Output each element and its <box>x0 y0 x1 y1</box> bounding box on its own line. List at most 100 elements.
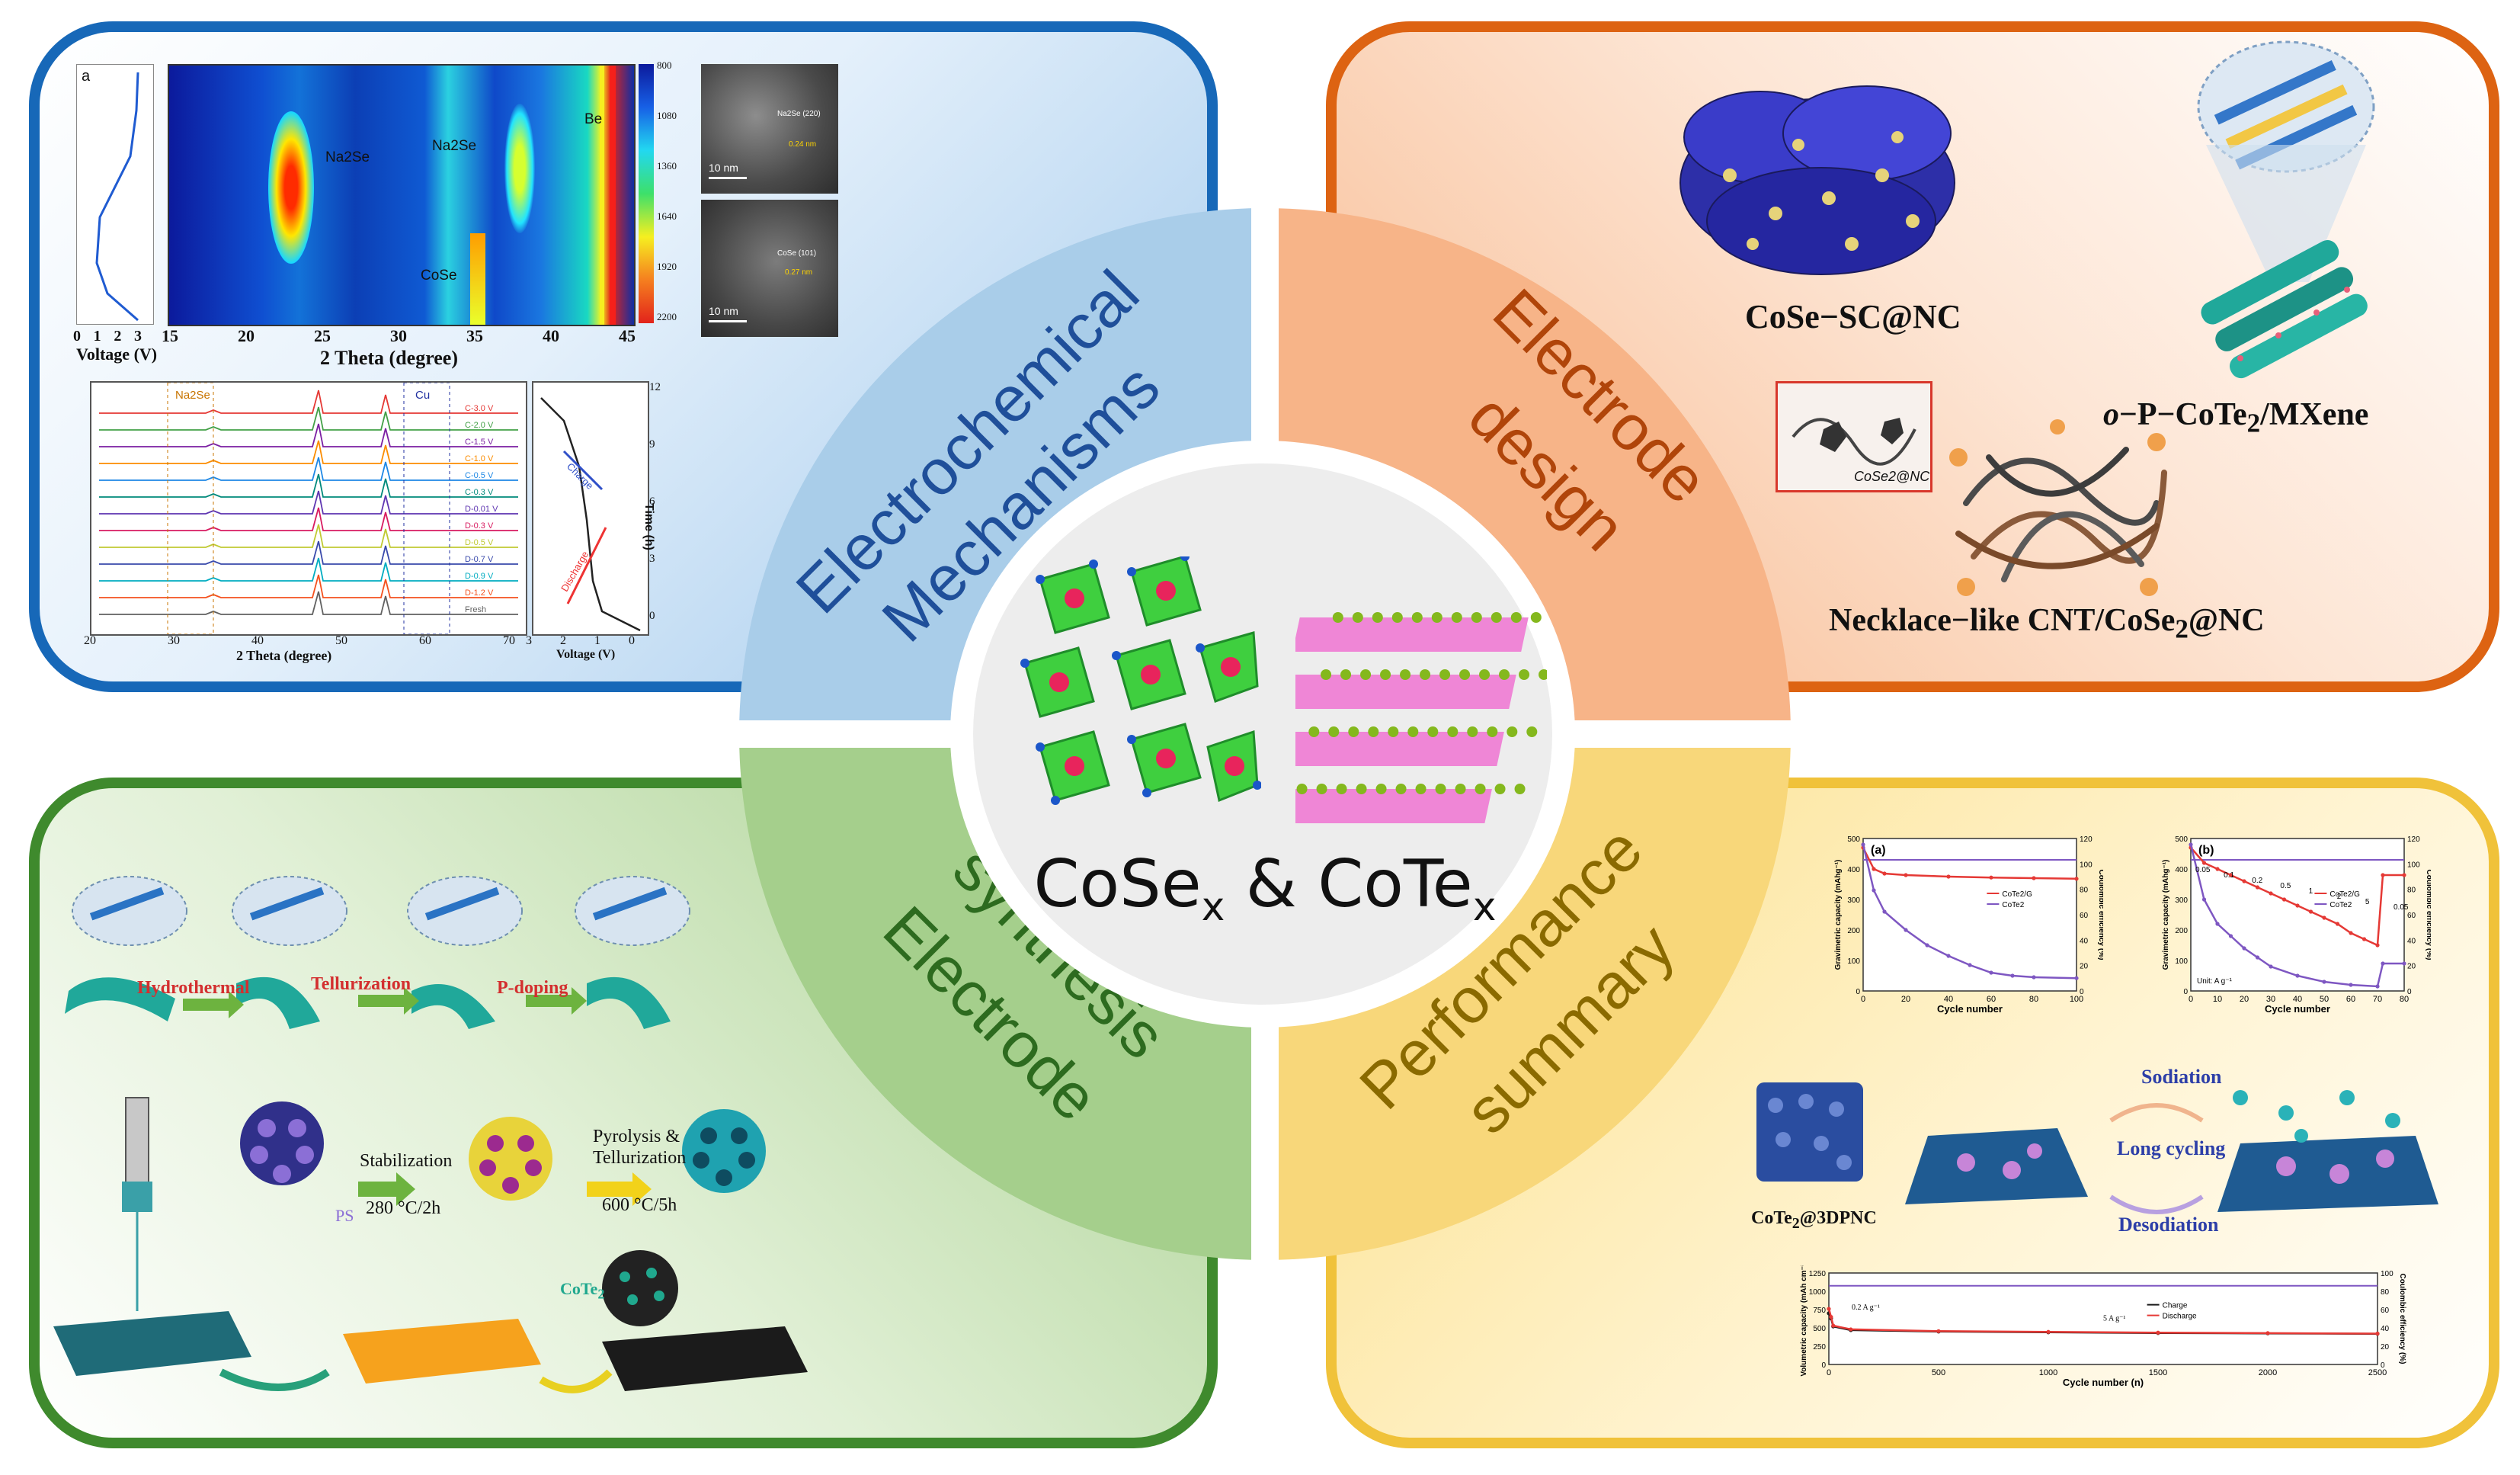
te-atom <box>1321 669 1332 680</box>
xrd-trace <box>99 440 518 464</box>
te-atom <box>1530 612 1542 623</box>
xrd-trace <box>99 591 518 615</box>
xrd-x-tick-0: 20 <box>84 634 96 647</box>
te-atom <box>1368 726 1379 737</box>
rate-label: 2 <box>2337 893 2342 901</box>
rate-label: 1 <box>2309 887 2313 896</box>
heatmap-x-tick-4: 35 <box>466 326 483 345</box>
te-atom <box>1308 726 1320 737</box>
te-atom <box>1336 784 1347 794</box>
series-point <box>1925 943 1929 948</box>
y2-tick: 120 <box>2080 835 2093 844</box>
desodiation-label: Desodiation <box>2118 1214 2219 1236</box>
design-label-necklace: Necklace−like CNT/CoSe2@NC <box>1829 602 2265 644</box>
te-atom <box>1400 669 1411 680</box>
stabilization-condition: 280 °C/2h <box>366 1198 441 1218</box>
te-atom-layer <box>1296 612 1547 794</box>
cote2-3dpnc-label: CoTe2@3DPNC <box>1751 1208 1877 1232</box>
step-hydrothermal: Hydrothermal <box>137 978 250 998</box>
peak-label-na2se-2: Na2Se <box>432 138 477 154</box>
x-tick: 100 <box>2070 995 2083 1004</box>
series-point <box>2402 873 2406 877</box>
y-tick: 0 <box>1821 1361 1826 1370</box>
y2-tick: 80 <box>2381 1288 2390 1297</box>
xrd-time-voltage-panel: Charge Discharge <box>532 381 649 636</box>
te-atom <box>1375 784 1387 794</box>
y2-tick: 40 <box>2407 937 2416 945</box>
te-atom <box>1526 726 1538 737</box>
xrd-stack-plot: C-3.0 VC-2.0 VC-1.5 VC-1.0 VC-0.5 VC-0.3… <box>99 383 518 634</box>
y2-tick: 60 <box>2381 1307 2390 1315</box>
colorbar-tick-3: 1640 <box>657 210 677 222</box>
xrd-state-label: D-0.01 V <box>465 505 498 514</box>
operando-xrd-heatmap: Na2Se Na2Se CoSe Be <box>168 64 636 326</box>
heatmap-x-label: 2 Theta (degree) <box>320 347 458 369</box>
series-point <box>2074 976 2079 980</box>
te-atom <box>1372 612 1383 623</box>
xrd-v-tick-3: 0 <box>629 634 635 647</box>
y2-tick: 100 <box>2381 1270 2394 1278</box>
heatmap-x-tick-5: 40 <box>543 326 559 345</box>
series-point <box>2381 961 2385 966</box>
y-tick: 1250 <box>1809 1270 1827 1278</box>
x-tick: 80 <box>2400 995 2409 1004</box>
series-point <box>2295 973 2300 978</box>
te-atom <box>1439 669 1451 680</box>
te-atom <box>1340 669 1352 680</box>
xrd-trace <box>99 507 518 531</box>
series-point <box>1861 842 1865 847</box>
series-point <box>2322 915 2326 920</box>
series-point <box>2201 861 2207 865</box>
te-atom <box>1459 669 1471 680</box>
y-tick: 100 <box>2175 957 2188 966</box>
te-atom <box>1316 784 1327 794</box>
x-tick: 0 <box>1827 1368 1831 1377</box>
design-label-cote2-mxene: o−P−CoTe2/MXene <box>2103 397 2369 438</box>
series-point <box>2255 955 2260 960</box>
tem-scale-a: 10 nm <box>709 162 738 174</box>
center-formula-cose-sub: x <box>1201 884 1225 931</box>
x-tick: 20 <box>2240 995 2249 1004</box>
series-point <box>1946 874 1951 879</box>
x-tick: 40 <box>1944 995 1953 1004</box>
na2se-peak-hotspot <box>268 111 314 264</box>
series-point <box>1872 888 1876 893</box>
y-tick: 500 <box>1813 1325 1826 1333</box>
y-label: Volumetric capacity (mAh cm⁻³) <box>1800 1265 1808 1377</box>
y-tick: 200 <box>2175 927 2188 935</box>
series-point <box>2265 1331 2270 1336</box>
y-tick: 300 <box>1847 896 1860 905</box>
plot-frame <box>1828 1272 2378 1365</box>
xrd-legend-cu: Cu <box>415 389 431 402</box>
tem-image-top: Na2Se (220) 0.24 nm 10 nm <box>701 64 838 194</box>
panel-label: (b) <box>2198 844 2214 857</box>
xrd-x-tick-1: 30 <box>168 634 180 647</box>
series-point <box>1831 1323 1836 1328</box>
pyrolysis-label: Pyrolysis & <box>593 1127 680 1146</box>
y2-tick: 40 <box>2381 1325 2390 1333</box>
plot-frame <box>2190 838 2405 992</box>
time-voltage-curve <box>540 397 641 632</box>
sodiation-label: Sodiation <box>2141 1066 2222 1088</box>
series-point <box>2010 973 2015 978</box>
series-point <box>1989 875 1993 880</box>
unit-label: Unit: A g⁻¹ <box>2197 977 2233 986</box>
long-cycling-label: Long cycling <box>2117 1137 2226 1159</box>
series-point <box>2032 975 2036 980</box>
colorbar-tick-2: 1360 <box>657 160 677 172</box>
heatmap-x-tick-2: 25 <box>314 326 331 345</box>
series-point <box>2322 980 2326 984</box>
series-point <box>1946 954 1951 958</box>
rate-label: 0.5 <box>2280 882 2291 890</box>
series-point <box>1882 871 1887 876</box>
x-tick: 2000 <box>2259 1368 2277 1377</box>
legend-label: CoTe2 <box>2002 901 2024 909</box>
heatmap-colorbar <box>639 64 654 323</box>
te-atom <box>1519 669 1530 680</box>
x-tick: 20 <box>1901 995 1910 1004</box>
series-point <box>1827 1307 1831 1311</box>
synthesis-route-top <box>65 876 690 1029</box>
